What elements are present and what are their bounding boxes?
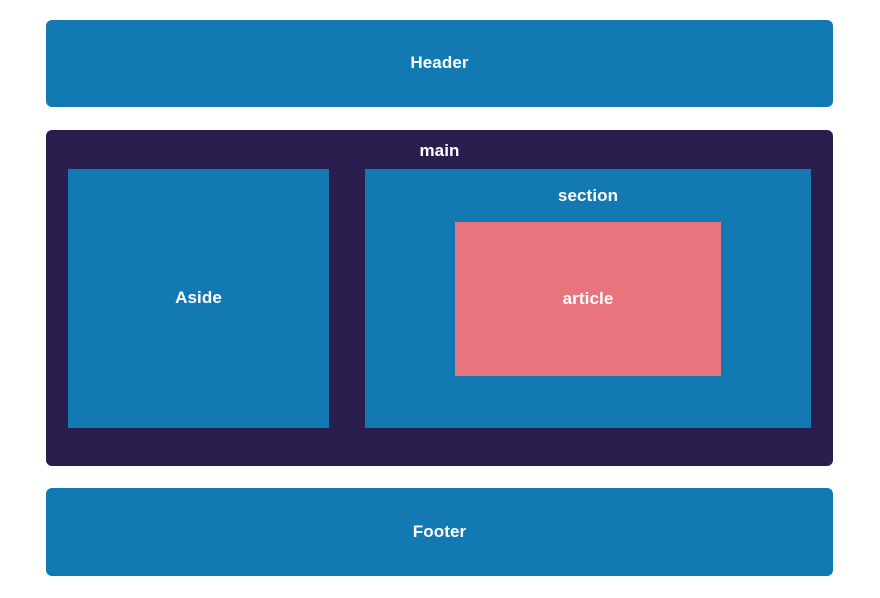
article-region: article bbox=[455, 222, 721, 376]
main-label: main bbox=[419, 141, 460, 160]
aside-region: Aside bbox=[68, 169, 329, 428]
section-label: section bbox=[557, 186, 619, 205]
article-label: article bbox=[562, 288, 614, 308]
footer-region: Footer bbox=[46, 488, 833, 576]
aside-label: Aside bbox=[175, 288, 222, 308]
header-label: Header bbox=[410, 53, 469, 73]
header-region: Header bbox=[46, 20, 833, 107]
footer-label: Footer bbox=[412, 521, 467, 541]
